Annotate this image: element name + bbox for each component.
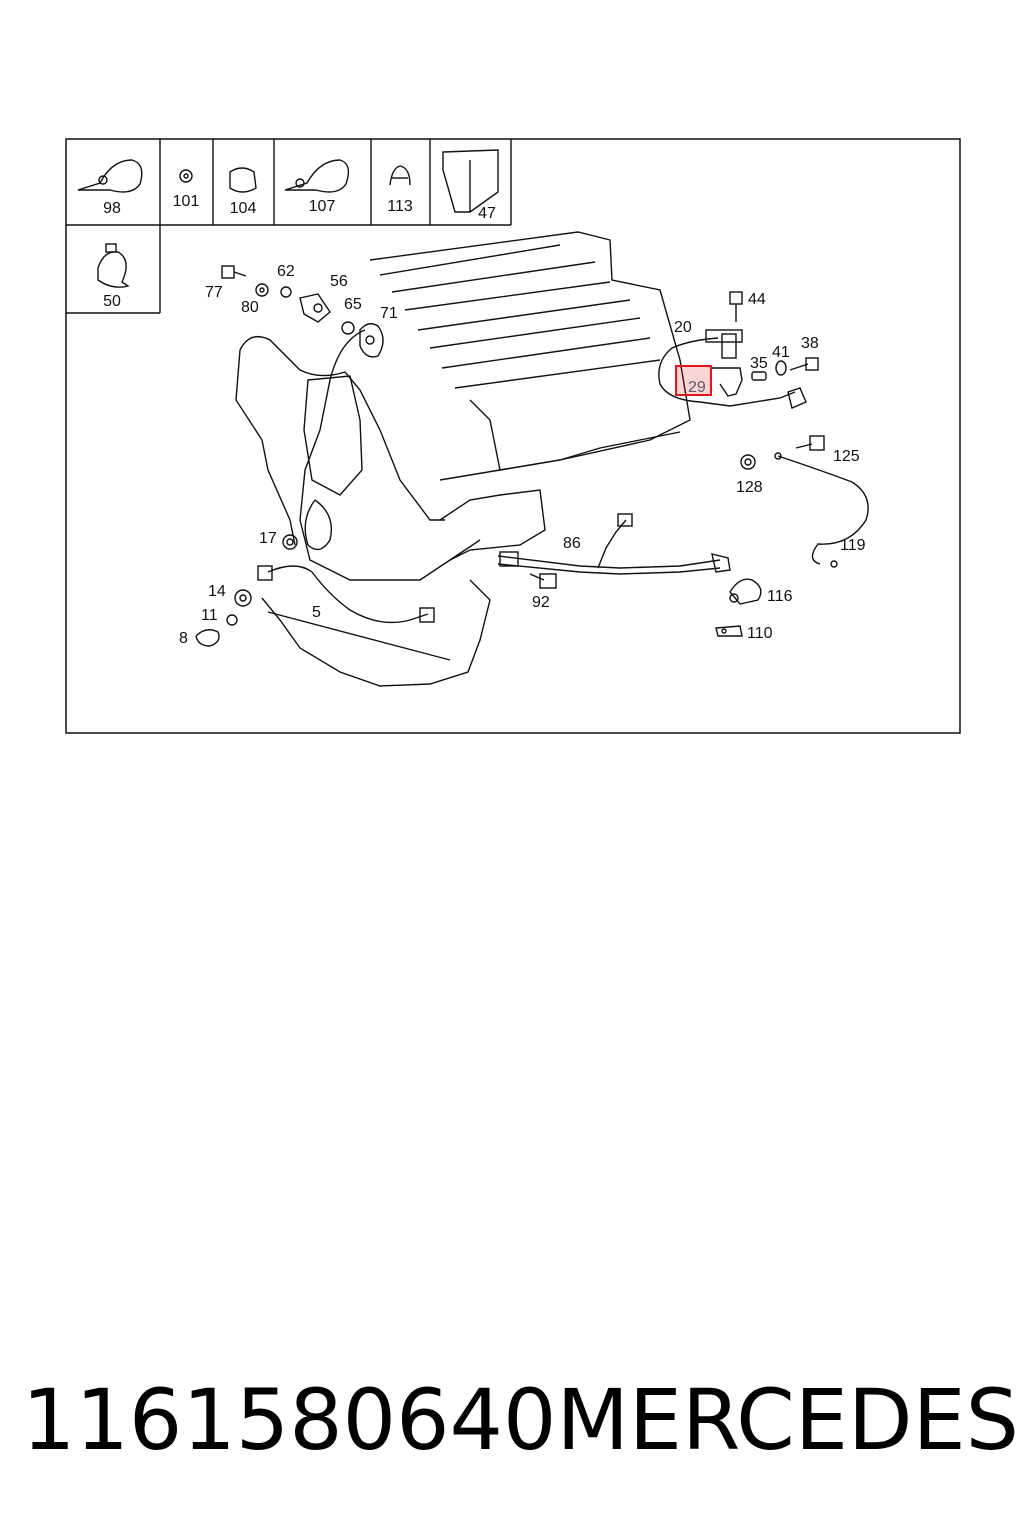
clip-113-icon xyxy=(389,165,411,186)
bolt-77-icon xyxy=(221,265,247,279)
bracket-29-icon xyxy=(712,367,743,397)
callout-17[interactable]: 17 xyxy=(259,530,277,547)
ground-strap-119 xyxy=(774,452,869,568)
callout-110[interactable]: 110 xyxy=(747,625,773,642)
callout-38[interactable]: 38 xyxy=(801,335,819,352)
callout-86[interactable]: 86 xyxy=(563,535,581,552)
nut-17-icon xyxy=(282,534,298,550)
washer-11-icon xyxy=(226,614,238,626)
harness-86 xyxy=(497,513,731,575)
parts-diagram: 98 101 104 107 113 47 50 77 80 62 56 65 … xyxy=(65,138,961,734)
clamp-107-icon xyxy=(284,159,350,193)
ring-65-icon xyxy=(341,321,355,335)
callout-11[interactable]: 11 xyxy=(201,607,218,624)
inset-grid xyxy=(66,139,512,314)
callout-35[interactable]: 35 xyxy=(750,355,768,372)
inset-label-50[interactable]: 50 xyxy=(103,293,121,310)
brand-name: MERCEDES xyxy=(556,1371,1019,1469)
callout-14[interactable]: 14 xyxy=(208,583,226,600)
callout-92[interactable]: 92 xyxy=(532,594,550,611)
diagram-frame xyxy=(65,138,961,734)
callout-125[interactable]: 125 xyxy=(833,448,860,465)
callout-71[interactable]: 71 xyxy=(380,305,398,322)
bolt-44-icon xyxy=(729,291,743,322)
ring-62-icon xyxy=(280,286,292,298)
callout-29[interactable]: 29 xyxy=(688,379,706,396)
callout-56[interactable]: 56 xyxy=(330,273,348,290)
bracket-8-icon xyxy=(195,629,220,647)
plate-110-icon xyxy=(715,625,743,637)
nut-101-icon xyxy=(179,169,193,183)
callout-128[interactable]: 128 xyxy=(736,479,763,496)
clamp-98-icon xyxy=(77,159,143,193)
sensor-56-icon xyxy=(299,293,331,323)
callout-119[interactable]: 119 xyxy=(840,537,866,554)
callout-62[interactable]: 62 xyxy=(277,263,295,280)
part-number: 1161580640 xyxy=(22,1371,557,1469)
callout-8[interactable]: 8 xyxy=(179,630,188,647)
inset-label-107[interactable]: 107 xyxy=(309,198,336,215)
callout-80[interactable]: 80 xyxy=(241,299,259,316)
callout-41[interactable]: 41 xyxy=(772,344,790,361)
ring-80-icon xyxy=(255,283,269,297)
bolt-92-icon xyxy=(529,573,557,589)
inset-label-104[interactable]: 104 xyxy=(230,200,257,217)
bolt-38-icon xyxy=(789,357,819,371)
washer-14-icon xyxy=(234,589,252,607)
bracket-47-icon xyxy=(442,149,499,213)
callout-65[interactable]: 65 xyxy=(344,296,362,313)
callout-77[interactable]: 77 xyxy=(205,284,223,301)
bolt-125-icon xyxy=(795,435,825,451)
part-caption: 1161580640 MERCEDES xyxy=(22,1365,1019,1475)
sensor-harness-5 xyxy=(257,565,435,624)
inset-label-113[interactable]: 113 xyxy=(387,198,413,215)
washer-35-icon xyxy=(751,371,767,381)
callout-5[interactable]: 5 xyxy=(312,604,321,621)
highlight-box-29[interactable] xyxy=(675,365,712,396)
nut-128-icon xyxy=(740,454,756,470)
inset-label-101[interactable]: 101 xyxy=(173,193,200,210)
callout-116[interactable]: 116 xyxy=(767,588,793,605)
clip-104-icon xyxy=(229,167,257,193)
sensor-harness-20 xyxy=(658,329,807,409)
gasket-71-icon xyxy=(359,323,384,358)
inset-label-98[interactable]: 98 xyxy=(103,200,121,217)
callout-20[interactable]: 20 xyxy=(674,319,692,336)
inset-label-47[interactable]: 47 xyxy=(478,205,496,222)
callout-44[interactable]: 44 xyxy=(748,291,766,308)
washer-41-icon xyxy=(775,360,787,376)
clip-50-icon xyxy=(97,243,130,288)
clamp-116-icon xyxy=(729,578,762,605)
engine-block-drawing xyxy=(235,231,691,687)
